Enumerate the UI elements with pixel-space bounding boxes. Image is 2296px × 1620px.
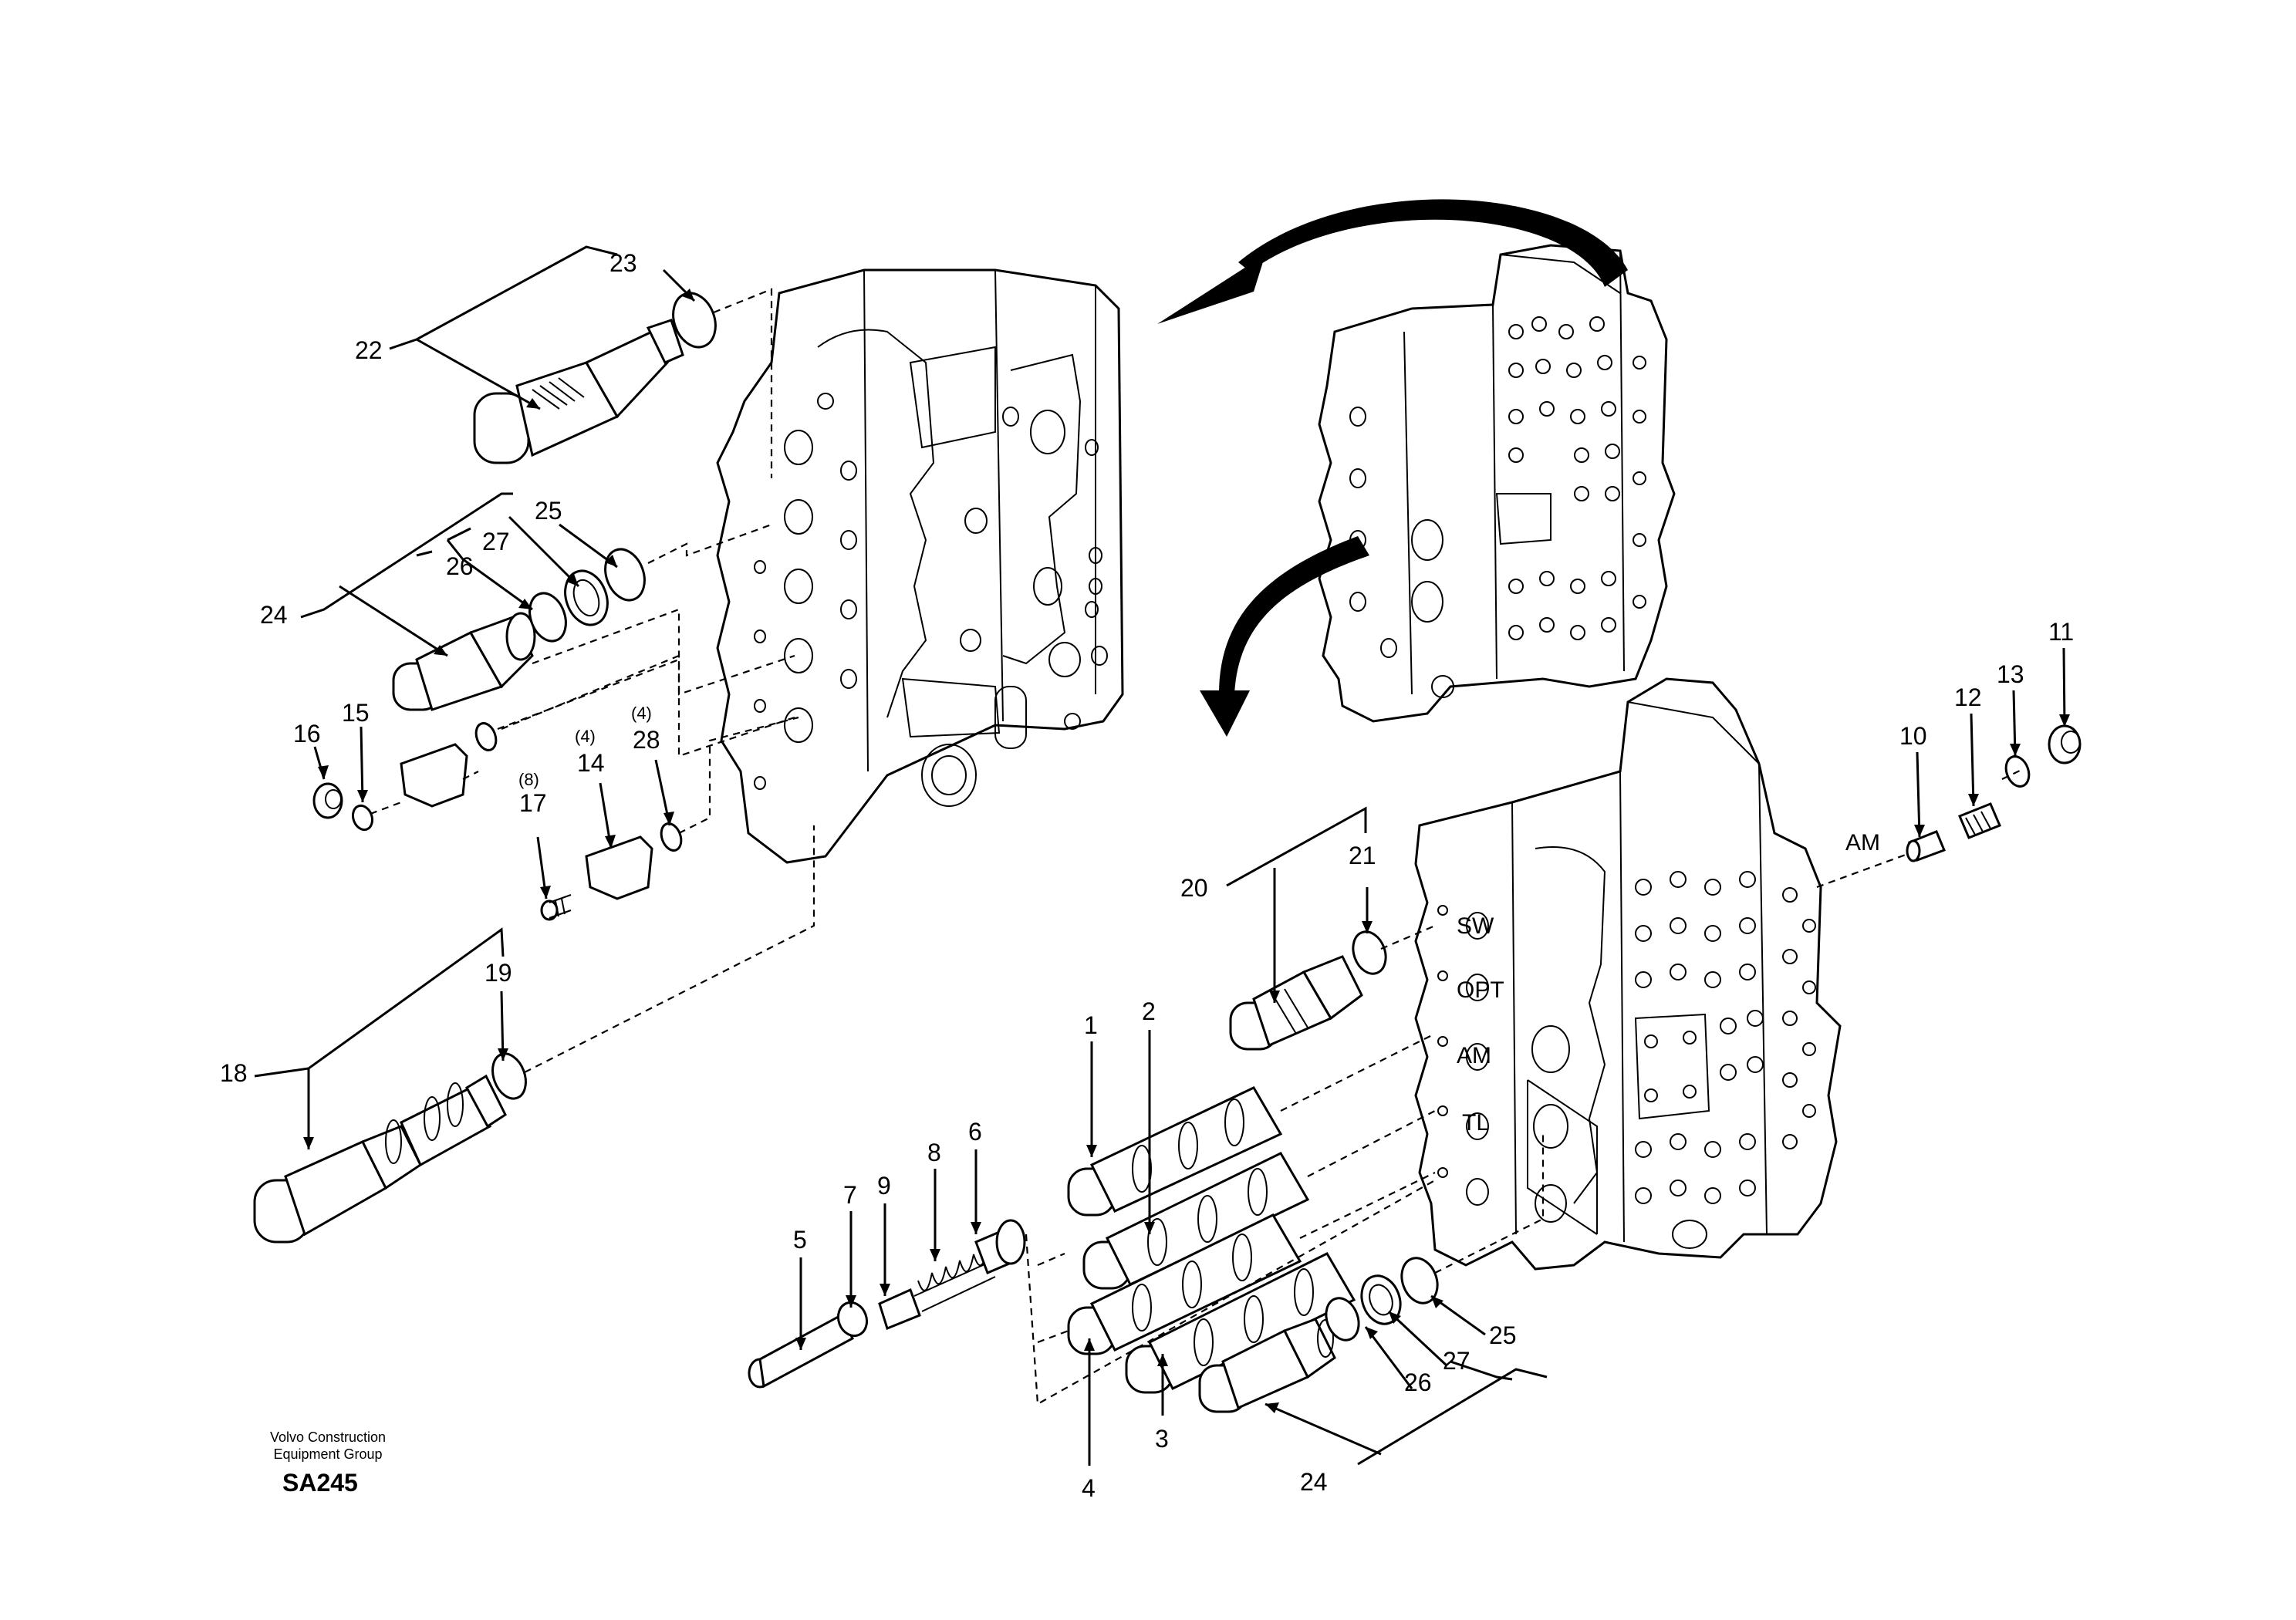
leader-lines (254, 245, 2066, 1466)
label-22: 22 (355, 336, 383, 364)
label-14: 14 (577, 749, 605, 777)
label-11: 11 (2048, 618, 2074, 646)
part-9-sleeve (878, 1288, 921, 1331)
part-17-screw (540, 894, 572, 921)
label-6: 6 (968, 1118, 982, 1146)
port-sw: SW (1457, 913, 1494, 939)
valve-block-overview (1318, 244, 1676, 723)
label-23: 23 (609, 249, 637, 277)
valve-block-rear (716, 268, 1124, 864)
credit-line-1: Volvo Construction (269, 1429, 387, 1445)
part-12-spring (1958, 802, 2001, 839)
qty-14: (4) (575, 727, 596, 746)
alignment-lines (370, 288, 2022, 1406)
qty-17: (8) (518, 770, 539, 789)
part-10-plunger (1906, 830, 1946, 862)
port-am-side: AM (1845, 830, 1880, 856)
label-13: 13 (1997, 660, 2024, 688)
part-21-o-ring (1352, 930, 1387, 975)
label-26-lower: 26 (1404, 1369, 1432, 1396)
label-18: 18 (220, 1059, 248, 1087)
part-5-pin (748, 1313, 854, 1389)
label-2: 2 (1142, 997, 1156, 1025)
credit-line-2: Equipment Group (273, 1446, 383, 1462)
drawing-code: SA245 (282, 1469, 358, 1497)
label-3: 3 (1155, 1425, 1169, 1453)
label-21: 21 (1349, 842, 1376, 869)
part-26-ring-lower (1325, 1297, 1360, 1342)
part-27-ring-inner (572, 579, 600, 617)
qty-28: (4) (631, 704, 652, 723)
part-16-plug (312, 782, 343, 819)
label-24-lower: 24 (1300, 1468, 1328, 1496)
plate-upper (400, 743, 468, 808)
manufacturer-credit: Volvo Construction Equipment Group (231, 1429, 424, 1463)
part-18-spool-assembly (253, 1074, 507, 1244)
part-25-ring-lower (1400, 1257, 1439, 1304)
part-labels: 23 22 25 27 26 24 16 15 (8) 17 (4) 14 (4… (220, 249, 2074, 1502)
label-27-lower: 27 (1443, 1347, 1470, 1375)
port-am: AM (1457, 1043, 1491, 1068)
part-1-spool (1067, 1086, 1283, 1217)
leader-arrowheads (303, 289, 2070, 1413)
label-25-lower: 25 (1489, 1321, 1517, 1349)
part-22-cartridge (473, 319, 684, 464)
label-16: 16 (293, 720, 321, 748)
part-6-cap (974, 1219, 1026, 1274)
valve-block-front (1414, 677, 1842, 1271)
rotation-arrows (1157, 199, 1628, 737)
part-24-relief-valve (392, 612, 536, 711)
part-4-spool (1067, 1213, 1302, 1355)
ring-upper (474, 722, 498, 751)
part-28-o-ring (660, 822, 683, 852)
label-26: 26 (446, 552, 474, 580)
label-1: 1 (1084, 1011, 1098, 1039)
label-5: 5 (793, 1226, 807, 1254)
label-24: 24 (260, 601, 288, 629)
label-7: 7 (843, 1181, 857, 1209)
label-20: 20 (1180, 874, 1208, 902)
part-2-spool (1082, 1152, 1310, 1290)
port-opt: OPT (1457, 977, 1504, 1003)
part-26-ring (528, 592, 567, 643)
part-24-relief-valve-lower (1198, 1318, 1336, 1413)
part-7-washer (836, 1301, 869, 1338)
part-15-o-ring (351, 804, 374, 832)
label-27: 27 (482, 528, 510, 555)
part-8-spring (913, 1247, 996, 1312)
label-17: 17 (519, 789, 547, 817)
port-labels: SW OPT AM TL AM (1457, 830, 1880, 1136)
part-14-plate (585, 835, 653, 900)
label-15: 15 (342, 699, 370, 727)
port-tl: TL (1462, 1110, 1489, 1136)
label-28: 28 (633, 726, 660, 754)
part-11-plug (2048, 724, 2082, 764)
label-19: 19 (485, 959, 512, 987)
label-12: 12 (1954, 683, 1982, 711)
part-27-ring-lower-inner (1369, 1284, 1393, 1316)
label-4: 4 (1082, 1474, 1096, 1502)
label-25: 25 (535, 497, 562, 525)
label-8: 8 (927, 1139, 941, 1166)
label-9: 9 (877, 1172, 891, 1200)
label-10: 10 (1899, 722, 1927, 750)
part-20-relief-valve (1229, 955, 1363, 1051)
